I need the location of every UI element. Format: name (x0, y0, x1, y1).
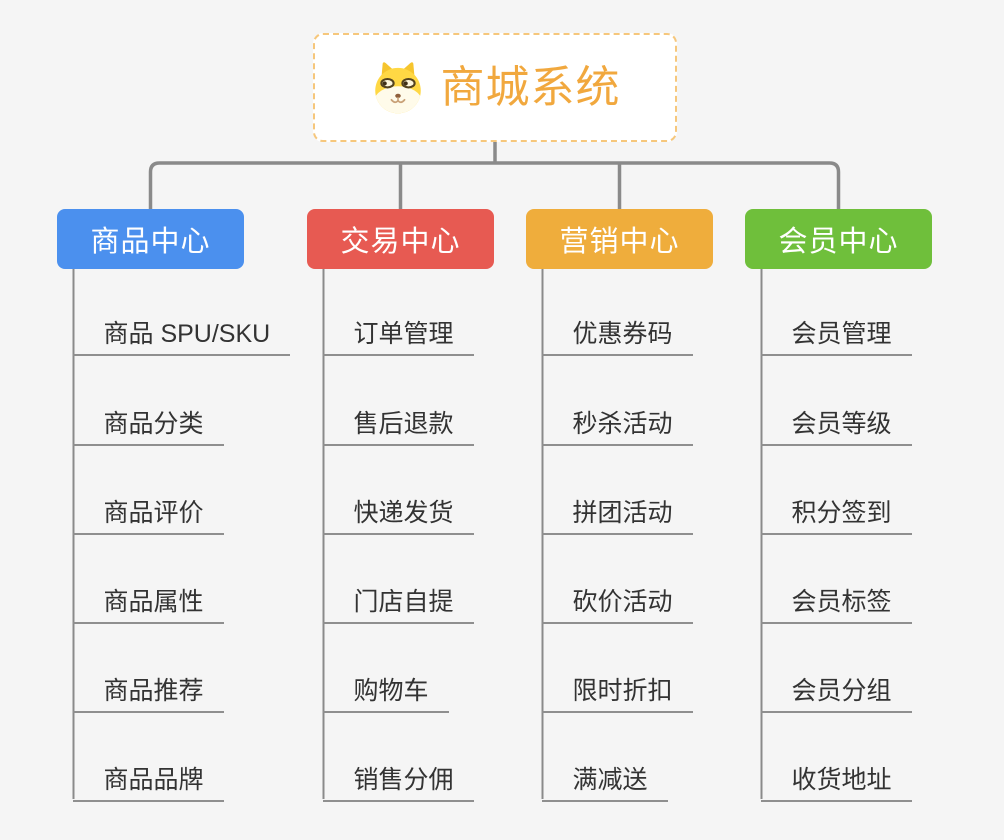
leaf-node[interactable]: 拼团活动 (541, 473, 693, 535)
branch-node[interactable]: 商品中心 (57, 209, 244, 269)
leaf-label: 拼团活动 (572, 498, 673, 527)
leaf-label: 购物车 (353, 676, 429, 705)
leaf-node[interactable]: 商品推荐 (72, 651, 224, 713)
leaf-node[interactable]: 会员等级 (760, 384, 912, 446)
leaf-node[interactable]: 快递发货 (322, 473, 474, 535)
leaf-node[interactable]: 商品分类 (72, 384, 224, 446)
leaf-node[interactable]: 优惠券码 (541, 294, 693, 356)
leaf-label: 售后退款 (353, 409, 454, 438)
leaf-label: 快递发货 (353, 498, 454, 527)
leaf-label: 积分签到 (791, 498, 892, 527)
branch-node[interactable]: 交易中心 (307, 209, 494, 269)
leaf-node[interactable]: 砍价活动 (541, 562, 693, 624)
root-node[interactable]: 商城系统 (313, 33, 677, 142)
leaf-node[interactable]: 会员管理 (760, 294, 912, 356)
leaf-label: 秒杀活动 (572, 409, 673, 438)
leaf-label: 商品 SPU/SKU (103, 319, 271, 348)
leaf-node[interactable]: 商品属性 (72, 562, 224, 624)
leaf-node[interactable]: 秒杀活动 (541, 384, 693, 446)
leaf-label: 商品评价 (103, 498, 204, 527)
leaf-node[interactable]: 满减送 (541, 740, 668, 802)
dog-face-icon (370, 60, 426, 116)
branch-node[interactable]: 营销中心 (526, 209, 713, 269)
leaf-label: 商品属性 (103, 587, 204, 616)
branch-label: 会员中心 (778, 226, 899, 258)
leaf-label: 优惠券码 (572, 319, 673, 348)
leaf-node[interactable]: 会员标签 (760, 562, 912, 624)
leaf-node[interactable]: 售后退款 (322, 384, 474, 446)
leaf-label: 会员分组 (791, 676, 892, 705)
leaf-label: 销售分佣 (353, 765, 454, 794)
leaf-node[interactable]: 商品 SPU/SKU (72, 294, 291, 356)
leaf-label: 限时折扣 (572, 676, 673, 705)
branch-label: 商品中心 (90, 226, 211, 258)
branch-label: 营销中心 (559, 226, 680, 258)
branch-label: 交易中心 (340, 226, 461, 258)
leaf-label: 商品品牌 (103, 765, 204, 794)
leaf-label: 砍价活动 (572, 587, 673, 616)
leaf-node[interactable]: 销售分佣 (322, 740, 474, 802)
leaf-node[interactable]: 购物车 (322, 651, 449, 713)
leaf-label: 会员管理 (791, 319, 892, 348)
leaf-node[interactable]: 限时折扣 (541, 651, 693, 713)
leaf-node[interactable]: 会员分组 (760, 651, 912, 713)
leaf-node[interactable]: 订单管理 (322, 294, 474, 356)
leaf-label: 满减送 (572, 765, 648, 794)
leaf-label: 订单管理 (353, 319, 454, 348)
leaf-label: 商品推荐 (103, 676, 204, 705)
leaf-label: 门店自提 (353, 587, 454, 616)
root-title: 商城系统 (440, 62, 621, 112)
leaf-node[interactable]: 积分签到 (760, 473, 912, 535)
leaf-label: 会员标签 (791, 587, 892, 616)
leaf-node[interactable]: 门店自提 (322, 562, 474, 624)
leaf-label: 收货地址 (791, 765, 892, 794)
leaf-node[interactable]: 商品评价 (72, 473, 224, 535)
leaf-label: 商品分类 (103, 409, 204, 438)
leaf-node[interactable]: 收货地址 (760, 740, 912, 802)
branch-node[interactable]: 会员中心 (745, 209, 932, 269)
leaf-label: 会员等级 (791, 409, 892, 438)
leaf-node[interactable]: 商品品牌 (72, 740, 224, 802)
